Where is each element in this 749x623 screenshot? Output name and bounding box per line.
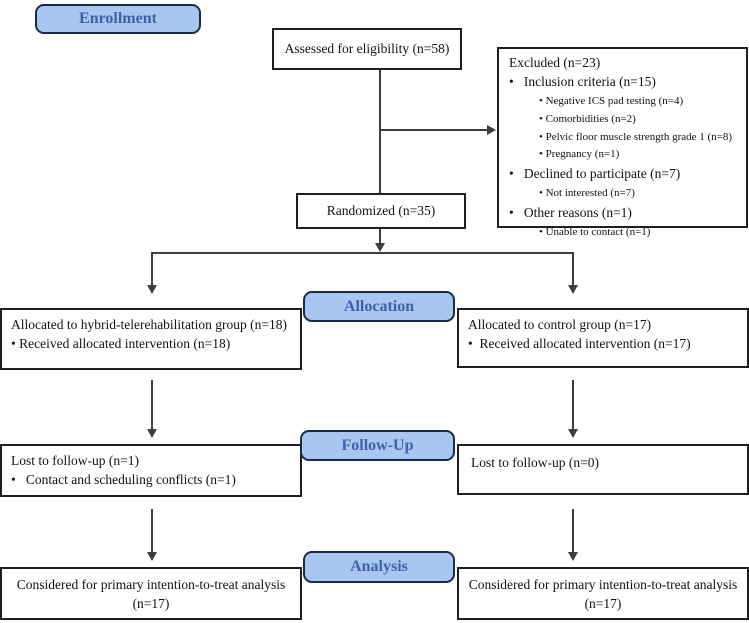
excluded-box: Excluded (n=23) • Inclusion criteria (n=… bbox=[497, 47, 748, 238]
stage-badge-enrollment: Enrollment bbox=[35, 4, 201, 34]
allocation-control-box: Allocated to control group (n=17) • Rece… bbox=[457, 308, 749, 368]
analysis-control-box: Considered for primary intention-to-trea… bbox=[457, 567, 749, 620]
excluded-item: • Inclusion criteria (n=15) bbox=[509, 73, 656, 89]
allocation-intervention-line2: • Received allocated intervention (n=18) bbox=[11, 335, 231, 351]
followup-intervention-box: Lost to follow-up (n=1) • Contact and sc… bbox=[0, 444, 302, 497]
connector-split-left bbox=[151, 252, 153, 286]
assessed-eligibility-text: Assessed for eligibility (n=58) bbox=[284, 40, 450, 56]
followup-control-box: Lost to follow-up (n=0) bbox=[457, 444, 749, 495]
connector-alloc-follow-left bbox=[151, 380, 153, 430]
stage-badge-label: Enrollment bbox=[79, 10, 157, 27]
excluded-item: • Unable to contact (n=1) bbox=[539, 226, 651, 239]
connector-assessed-to-randomized bbox=[379, 70, 381, 193]
followup-control-line1: Lost to follow-up (n=0) bbox=[471, 455, 599, 470]
analysis-intervention-line1: Considered for primary intention-to-trea… bbox=[16, 576, 286, 592]
connector-to-excluded bbox=[380, 129, 488, 131]
analysis-intervention-line2: (n=17) bbox=[132, 595, 170, 611]
stage-badge-allocation: Allocation bbox=[303, 291, 455, 322]
arrowhead-split-left bbox=[147, 285, 157, 294]
stage-badge-followup: Follow-Up bbox=[300, 430, 455, 461]
connector-randomized-to-split bbox=[379, 229, 381, 244]
connector-split-right bbox=[572, 252, 574, 286]
stage-badge-label: Follow-Up bbox=[341, 436, 414, 454]
excluded-item: • Pregnancy (n=1) bbox=[539, 148, 620, 161]
analysis-control-line1: Considered for primary intention-to-trea… bbox=[468, 576, 738, 592]
arrowhead-alloc-follow-right bbox=[568, 429, 578, 438]
excluded-item: • Declined to participate (n=7) bbox=[509, 166, 681, 181]
stage-badge-label: Analysis bbox=[350, 558, 408, 575]
analysis-control-line2: (n=17) bbox=[584, 595, 622, 611]
analysis-intervention-box: Considered for primary intention-to-trea… bbox=[0, 567, 302, 620]
allocation-intervention-box: Allocated to hybrid-telerehabilitation g… bbox=[0, 308, 302, 370]
arrowhead-follow-analysis-left bbox=[147, 552, 157, 561]
split-line bbox=[151, 252, 574, 254]
arrowhead-alloc-follow-left bbox=[147, 429, 157, 438]
connector-follow-analysis-left bbox=[151, 509, 153, 553]
connector-alloc-follow-right bbox=[572, 380, 574, 430]
allocation-intervention-line1: Allocated to hybrid-telerehabilitation g… bbox=[11, 317, 288, 332]
stage-badge-label: Allocation bbox=[343, 297, 415, 315]
excluded-item: • Comorbidities (n=2) bbox=[539, 112, 636, 125]
randomized-box: Randomized (n=35) bbox=[296, 193, 466, 229]
arrowhead-split-right bbox=[568, 285, 578, 294]
arrowhead-to-excluded bbox=[487, 125, 496, 135]
stage-badge-analysis: Analysis bbox=[303, 551, 455, 583]
connector-follow-analysis-right bbox=[572, 509, 574, 553]
assessed-eligibility-box: Assessed for eligibility (n=58) bbox=[272, 28, 462, 70]
allocation-control-line2: • Received allocated intervention (n=17) bbox=[468, 335, 691, 351]
followup-intervention-line1: Lost to follow-up (n=1) bbox=[11, 453, 139, 468]
arrowhead-follow-analysis-right bbox=[568, 552, 578, 561]
randomized-text: Randomized (n=35) bbox=[326, 202, 436, 218]
followup-intervention-line2: • Contact and scheduling conflicts (n=1) bbox=[11, 471, 236, 487]
excluded-item: • Not interested (n=7) bbox=[539, 187, 635, 200]
excluded-title: Excluded (n=23) bbox=[509, 55, 601, 70]
excluded-item: • Pelvic floor muscle strength grade 1 (… bbox=[539, 130, 733, 143]
excluded-item: • Negative ICS pad testing (n=4) bbox=[539, 95, 684, 108]
arrowhead-randomized-split bbox=[375, 243, 385, 252]
allocation-control-line1: Allocated to control group (n=17) bbox=[468, 317, 652, 332]
excluded-item: • Other reasons (n=1) bbox=[509, 205, 632, 221]
